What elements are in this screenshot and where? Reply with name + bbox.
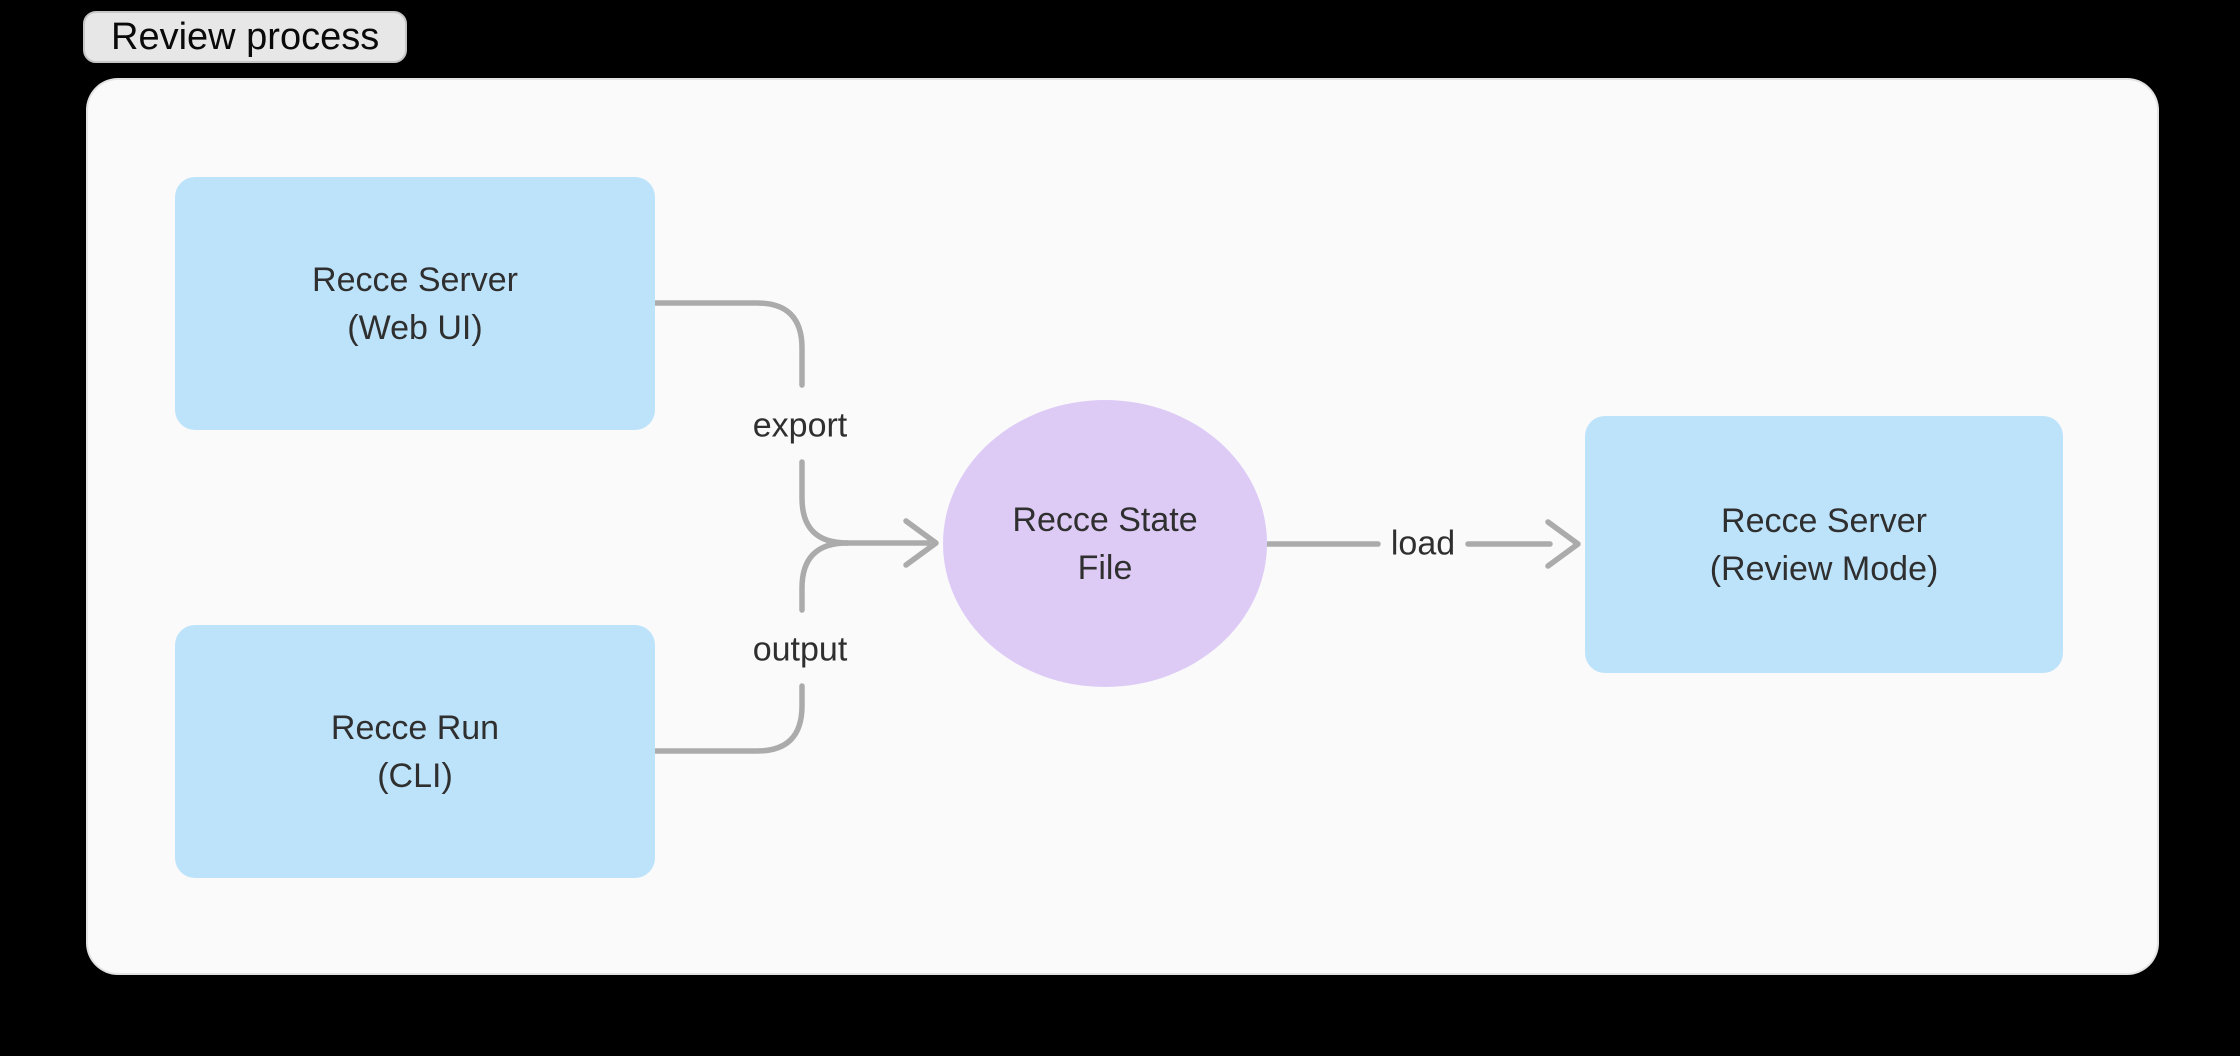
edge-label-load: load xyxy=(1390,524,1456,563)
edge-label-output: output xyxy=(752,630,848,669)
node-label-line2: (Review Mode) xyxy=(1709,549,1939,588)
edge-merge-arrowhead xyxy=(903,518,939,568)
node-label-line1: Recce Server xyxy=(1721,501,1927,540)
node-label-line1: Recce Server xyxy=(312,260,518,299)
edge-load-arrowhead xyxy=(1545,519,1581,569)
node-label-line1: Recce State xyxy=(1012,500,1198,539)
edge-export-segment-bottom xyxy=(799,459,850,546)
edge-output-segment-top xyxy=(799,540,850,613)
node-label-line2: File xyxy=(1077,548,1133,587)
node-recce-state-file[interactable]: Recce State File xyxy=(943,400,1267,687)
edge-label-export: export xyxy=(752,406,848,445)
node-recce-server-web-ui[interactable]: Recce Server (Web UI) xyxy=(175,177,655,430)
edge-output-segment-bottom xyxy=(652,683,805,754)
node-label-line2: (Web UI) xyxy=(347,308,483,347)
edge-export-segment-top xyxy=(652,300,805,388)
node-label-line1: Recce Run xyxy=(330,708,500,747)
diagram-title-label: Review process xyxy=(111,15,380,58)
node-recce-server-review-mode[interactable]: Recce Server (Review Mode) xyxy=(1585,416,2063,673)
node-recce-run-cli[interactable]: Recce Run (CLI) xyxy=(175,625,655,878)
diagram-title-badge[interactable]: Review process xyxy=(83,11,408,63)
node-label-line2: (CLI) xyxy=(377,756,453,795)
diagram-canvas[interactable]: Recce Server (Web UI) Recce Run (CLI) Re… xyxy=(88,80,2157,973)
